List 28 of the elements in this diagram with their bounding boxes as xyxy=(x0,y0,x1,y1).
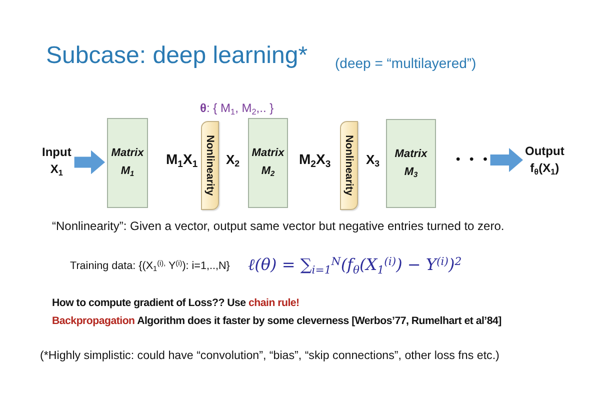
loss-formula: ℓ(θ) = ∑$_{i=1}$$^{N}$(f$_{θ}$(X$_{1}$$^{(i)}$) − Y$^{(i)}$)$^{2}$ xyxy=(248,255,462,275)
vector-label: M$_{2}$X$_{3}$ xyxy=(299,151,331,167)
footnote-text: (*Highly simplistic: could have “convolution”, “bias”, “skip connections”, other loss fns etc.) xyxy=(40,349,500,362)
nonlinearity-box xyxy=(201,121,219,210)
ellipsis-label: • • • xyxy=(456,151,488,168)
output-label: Output f$_{θ}$(X$_{1}$) xyxy=(525,143,564,178)
matrix-box xyxy=(248,118,288,208)
definition-text: “Nonlinearity”: Given a vector, output same vector but negative entries turned to zero. xyxy=(52,219,504,233)
question-text: How to compute gradient of Loss?? Use chain rule! xyxy=(52,297,300,309)
matrix-box xyxy=(386,119,436,208)
training-data-text: Training data: {(X$_{1}$$^{(i),}$ Y$^{(i)}$): i=1,..,N} xyxy=(70,260,230,272)
matrix-label: Matrix M$_{1}$ xyxy=(111,146,144,180)
parameter-set-label: θ: { M$_{1}$, M$_{2}$,.. } xyxy=(200,101,274,115)
matrix-box xyxy=(107,118,148,208)
backpropagation-text: Backpropagation Algorithm does it faster by some cleverness [Werbos’77, Rumelhart et al’84] xyxy=(52,315,502,327)
nonlinearity-box xyxy=(340,121,358,210)
block-arrow xyxy=(74,150,105,174)
block-arrow xyxy=(490,148,523,172)
matrix-label: Matrix M$_{3}$ xyxy=(394,146,428,181)
vector-label: X$_{2}$ xyxy=(226,152,240,167)
slide-title: Subcase: deep learning* xyxy=(46,42,308,70)
vector-label: X$_{3}$ xyxy=(366,152,380,167)
vector-label: M$_{1}$X$_{1}$ xyxy=(166,151,198,167)
nonlinearity-label: Nonlinearity xyxy=(204,135,216,196)
subtitle-note: (deep = “multilayered”) xyxy=(335,55,476,71)
input-label: Input X$_{1}$ xyxy=(42,144,72,179)
nonlinearity-label: Nonlinearity xyxy=(343,135,355,196)
matrix-label: Matrix M$_{2}$ xyxy=(252,146,284,180)
